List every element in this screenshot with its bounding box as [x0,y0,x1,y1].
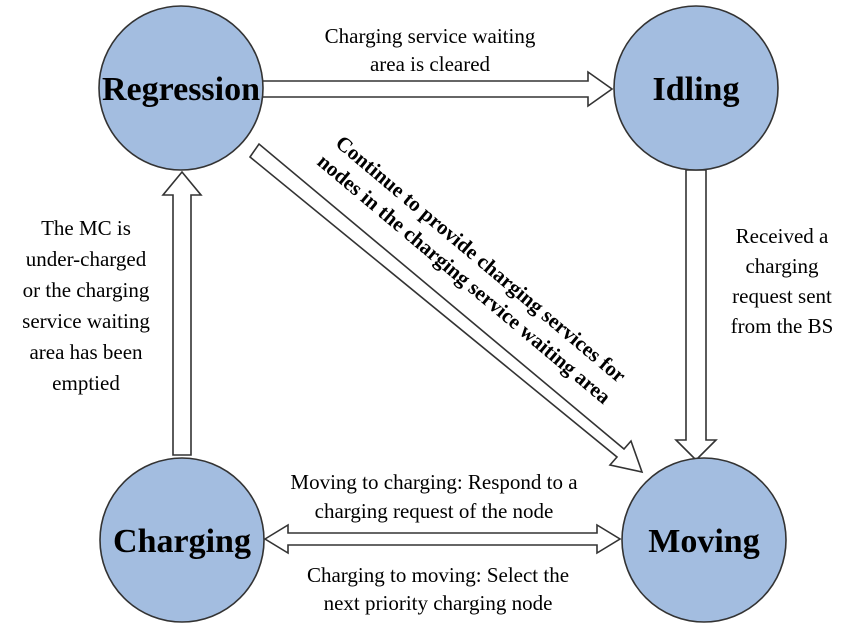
arrow-idling-to-moving [674,169,718,462]
label-regression-to-moving: Continue to provide charging services fo… [313,130,631,409]
arrow-charging-to-regression [161,170,203,456]
label-line: service waiting [22,309,150,333]
label-line: area has been [29,340,143,364]
state-charging-label: Charging [113,523,251,560]
arrow-regression-to-idling [257,70,614,108]
label-line: charging [745,254,819,278]
label-line: emptied [52,371,120,395]
state-regression: Regression [98,5,264,171]
label-line: nodes in the charging service waiting ar… [313,149,616,409]
state-moving-circle [621,457,787,623]
arrow-double-charging-moving [263,523,622,555]
label-line: The MC is [41,216,131,240]
label-regression-to-idling: Charging service waiting area is cleared [325,24,536,76]
label-line: Charging to moving: Select the [307,563,569,587]
label-line: Received a [736,224,829,248]
state-moving-label: Moving [648,523,759,560]
label-idling-to-moving: Received a charging request sent from th… [731,224,834,338]
label-line: charging request of the node [315,499,554,523]
state-charging: Charging [99,457,265,623]
state-charging-circle [99,457,265,623]
label-charging-to-regression: The MC is under-charged or the charging … [22,216,150,395]
label-line: from the BS [731,314,834,338]
state-regression-label: Regression [102,71,260,108]
arrow-regression-to-moving [248,142,644,474]
label-line: Moving to charging: Respond to a [290,470,578,494]
label-line: request sent [732,284,832,308]
state-idling: Idling [613,5,779,171]
label-charging-to-moving: Charging to moving: Select the next prio… [307,563,569,615]
label-moving-to-charging: Moving to charging: Respond to a chargin… [290,470,578,523]
state-idling-label: Idling [653,71,740,108]
state-regression-circle [98,5,264,171]
label-line: or the charging [23,278,150,302]
state-idling-circle [613,5,779,171]
state-moving: Moving [621,457,787,623]
label-line: area is cleared [370,52,491,76]
label-line: under-charged [26,247,147,271]
label-line: Charging service waiting [325,24,536,48]
label-line: next priority charging node [324,591,553,615]
